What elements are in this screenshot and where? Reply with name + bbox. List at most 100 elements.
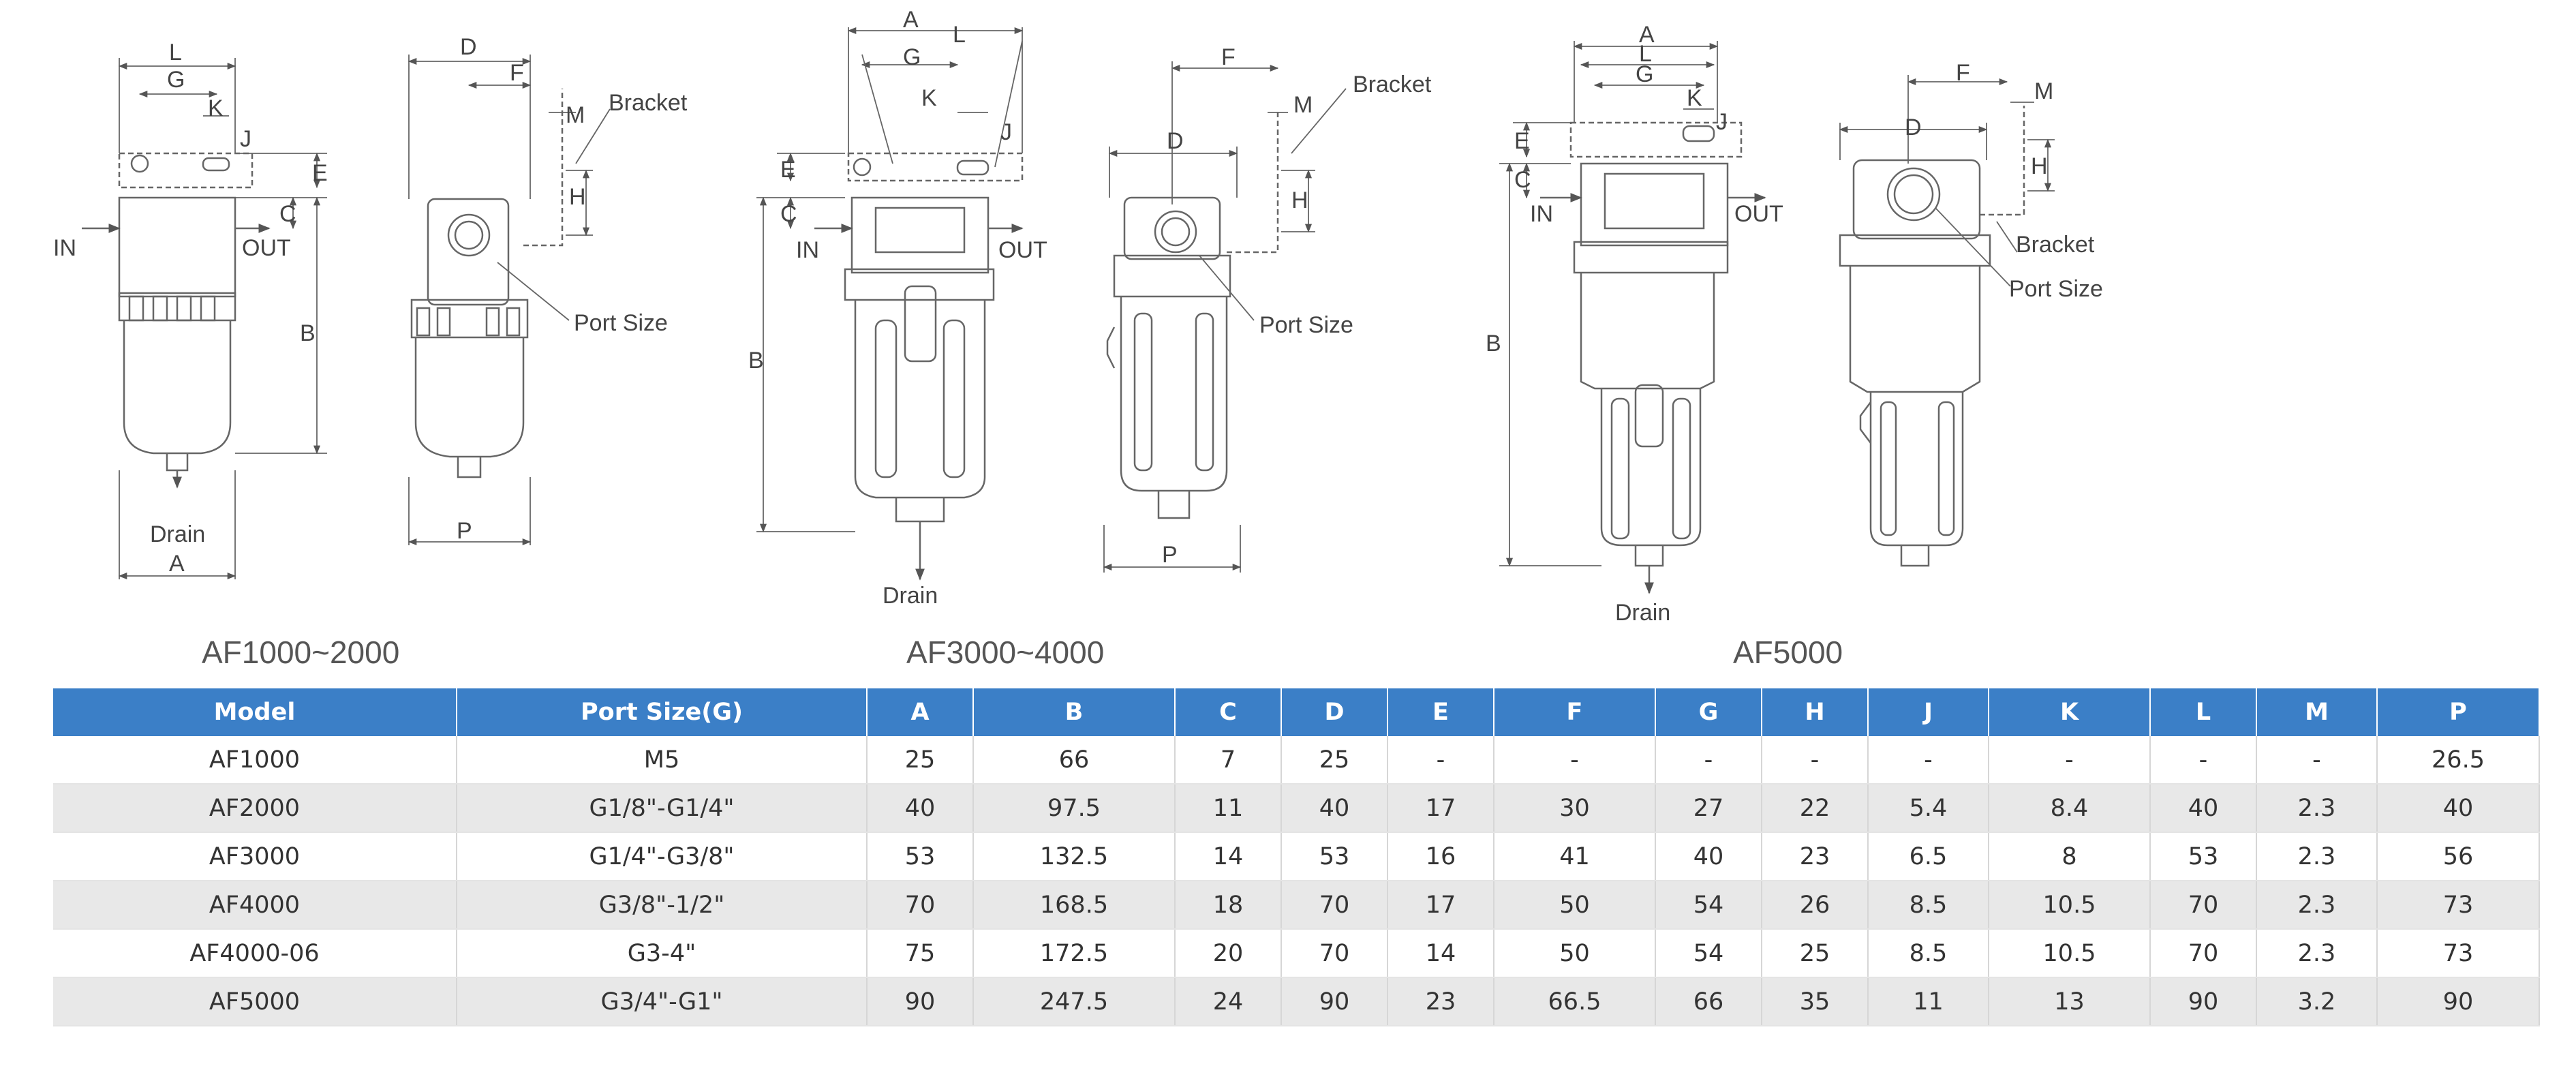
af3000-label-l: L bbox=[953, 22, 966, 48]
af3000-label-bracket: Bracket bbox=[1353, 72, 1432, 97]
table-cell: - bbox=[1387, 736, 1494, 785]
af5000-label-e: E bbox=[1514, 128, 1530, 154]
column-header: M bbox=[2256, 688, 2378, 736]
caption-af1000-2000: AF1000~2000 bbox=[202, 635, 400, 670]
af3000-label-p: P bbox=[1162, 542, 1178, 568]
table-cell: 17 bbox=[1387, 881, 1494, 930]
table-cell: 8 bbox=[1989, 832, 2151, 881]
table-cell: 53 bbox=[867, 832, 974, 881]
column-header: L bbox=[2150, 688, 2257, 736]
table-cell: 8.5 bbox=[1868, 929, 1989, 978]
af1000-label-m: M bbox=[566, 102, 585, 128]
af3000-label-drain: Drain bbox=[883, 583, 938, 609]
af1000-label-p: P bbox=[457, 518, 472, 544]
af3000-label-a: A bbox=[903, 7, 919, 33]
table-cell: - bbox=[1494, 736, 1656, 785]
table-cell: 54 bbox=[1655, 881, 1762, 930]
af3000-label-j: J bbox=[1000, 119, 1012, 145]
af3000-front-view bbox=[756, 27, 1024, 581]
table-cell: 90 bbox=[867, 977, 974, 1026]
table-cell: 247.5 bbox=[973, 977, 1176, 1026]
af1000-label-bracket: Bracket bbox=[609, 90, 688, 116]
af3000-label-h: H bbox=[1291, 187, 1308, 213]
af5000-label-bracket: Bracket bbox=[2016, 232, 2095, 258]
af1000-label-d: D bbox=[460, 34, 477, 60]
af1000-label-c: C bbox=[279, 201, 296, 227]
table-cell: 41 bbox=[1494, 832, 1656, 881]
column-header: Port Size(G) bbox=[457, 688, 868, 736]
af1000-label-l: L bbox=[169, 40, 182, 65]
table-cell: 40 bbox=[1655, 832, 1762, 881]
af3000-label-in: IN bbox=[796, 237, 819, 263]
table-cell: 10.5 bbox=[1989, 881, 2151, 930]
table-cell: 66 bbox=[1655, 977, 1762, 1026]
table-cell: 17 bbox=[1387, 784, 1494, 833]
table-cell: AF2000 bbox=[53, 784, 457, 833]
af3000-label-g: G bbox=[903, 44, 921, 70]
table-cell: 18 bbox=[1175, 881, 1282, 930]
af5000-label-d: D bbox=[1905, 115, 1922, 140]
table-cell: G3-4" bbox=[457, 929, 868, 978]
table-cell: 27 bbox=[1655, 784, 1762, 833]
af1000-label-k: K bbox=[208, 95, 224, 121]
column-header: G bbox=[1655, 688, 1762, 736]
table-cell: 54 bbox=[1655, 929, 1762, 978]
table-cell: 168.5 bbox=[973, 881, 1176, 930]
af5000-label-l: L bbox=[1639, 41, 1652, 67]
af5000-label-g: G bbox=[1636, 61, 1653, 87]
table-cell: 50 bbox=[1494, 881, 1656, 930]
af5000-label-m: M bbox=[2034, 78, 2053, 104]
table-cell: 66 bbox=[973, 736, 1176, 785]
table-cell: 56 bbox=[2377, 832, 2540, 881]
table-cell: 25 bbox=[867, 736, 974, 785]
af5000-label-in: IN bbox=[1530, 201, 1553, 227]
af1000-label-f: F bbox=[510, 60, 524, 86]
column-header: A bbox=[867, 688, 974, 736]
table-cell: G1/4"-G3/8" bbox=[457, 832, 868, 881]
column-header: H bbox=[1762, 688, 1869, 736]
table-cell: 75 bbox=[867, 929, 974, 978]
table-cell: 53 bbox=[2150, 832, 2257, 881]
table-cell: 35 bbox=[1762, 977, 1869, 1026]
table-cell: AF4000-06 bbox=[53, 929, 457, 978]
table-cell: - bbox=[2150, 736, 2257, 785]
af5000-label-f: F bbox=[1956, 60, 1970, 86]
table-cell: 26.5 bbox=[2377, 736, 2540, 785]
dimension-drawings: L G K J E C B IN OUT Drain A D F M H Bra… bbox=[53, 7, 2103, 626]
af3000-label-c: C bbox=[780, 201, 797, 227]
af5000-label-c: C bbox=[1514, 167, 1531, 193]
caption-af3000-4000: AF3000~4000 bbox=[906, 635, 1105, 670]
table-cell: - bbox=[1989, 736, 2151, 785]
table-cell: 90 bbox=[1281, 977, 1388, 1026]
table-cell: 73 bbox=[2377, 881, 2540, 930]
table-cell: 2.3 bbox=[2256, 881, 2378, 930]
table-cell: G3/4"-G1" bbox=[457, 977, 868, 1026]
column-header: Model bbox=[53, 688, 457, 736]
table-cell: 40 bbox=[2150, 784, 2257, 833]
table-cell: - bbox=[1868, 736, 1989, 785]
table-cell: 70 bbox=[2150, 929, 2257, 978]
af1000-label-e: E bbox=[312, 160, 328, 186]
table-cell: 22 bbox=[1762, 784, 1869, 833]
af1000-label-g: G bbox=[167, 67, 185, 93]
table-cell: AF5000 bbox=[53, 977, 457, 1026]
column-header: J bbox=[1868, 688, 1989, 736]
af3000-side-view bbox=[1103, 61, 1347, 573]
af5000-label-out: OUT bbox=[1734, 201, 1783, 227]
column-header: C bbox=[1175, 688, 1282, 736]
table-cell: 5.4 bbox=[1868, 784, 1989, 833]
table-cell: 7 bbox=[1175, 736, 1282, 785]
table-cell: 20 bbox=[1175, 929, 1282, 978]
table-cell: 66.5 bbox=[1494, 977, 1656, 1026]
af5000-front-view bbox=[1499, 41, 1766, 594]
af5000-label-port-size: Port Size bbox=[2009, 276, 2103, 302]
column-header: B bbox=[973, 688, 1176, 736]
table-cell: 40 bbox=[2377, 784, 2540, 833]
af1000-label-a: A bbox=[169, 551, 185, 577]
af3000-label-e: E bbox=[780, 157, 796, 183]
af5000-label-j: J bbox=[1716, 109, 1728, 135]
table-cell: - bbox=[1762, 736, 1869, 785]
